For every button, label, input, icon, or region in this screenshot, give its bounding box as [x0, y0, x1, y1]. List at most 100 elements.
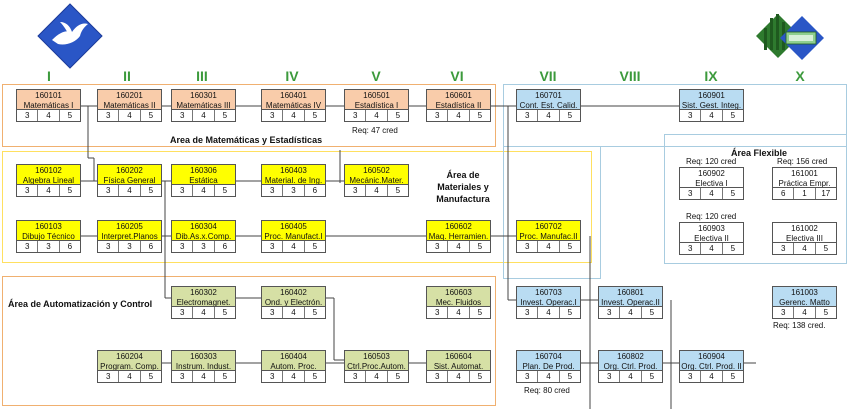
course-code: 160702 — [535, 222, 562, 231]
credit-cell: 3 — [105, 186, 111, 195]
credit-cell: 4 — [793, 243, 814, 254]
course-name: Material. de Ing. — [264, 176, 323, 185]
credit-cell: 4 — [537, 241, 558, 252]
credit-cell: 5 — [558, 371, 580, 382]
course-code: 160303 — [190, 352, 217, 361]
credit-cell: 5 — [814, 307, 836, 318]
credit-cell: 5 — [558, 110, 580, 121]
credit-cell: 5 — [640, 307, 662, 318]
course-name: Proc. Manufact.I — [264, 232, 323, 241]
flexible-area-region — [664, 134, 847, 264]
course-name: Matemáticas III — [176, 101, 231, 110]
credit-cell: 3 — [780, 244, 786, 253]
credit-cell: 4 — [700, 371, 721, 382]
credit-cell: 5 — [58, 185, 80, 196]
credit-cell: 4 — [118, 371, 139, 382]
credit-cell: 5 — [558, 307, 580, 318]
semester-label: III — [196, 68, 208, 84]
course-name: Matemáticas II — [103, 101, 156, 110]
credit-cell: 3 — [524, 111, 530, 120]
credit-cell: 4 — [700, 188, 721, 199]
course-code: 160204 — [116, 352, 143, 361]
materials-area-label: Área de Materiales y Manufactura — [436, 170, 490, 204]
credit-cell: 3 — [524, 372, 530, 381]
course-code: 160404 — [280, 352, 307, 361]
credit-cell: 5 — [139, 110, 161, 121]
semester-label: I — [47, 68, 51, 84]
semester-label: VII — [539, 68, 557, 84]
course-code: 160801 — [617, 288, 644, 297]
credit-cell: 5 — [303, 241, 325, 252]
credit-cell: 1 — [793, 188, 814, 199]
credit-cell: 5 — [558, 241, 580, 252]
credit-cell: 4 — [282, 371, 303, 382]
credit-cell: 3 — [24, 186, 30, 195]
materials-extension-region — [503, 147, 601, 279]
course-code: 160403 — [280, 166, 307, 175]
credit-cell: 4 — [793, 307, 814, 318]
math-area-label: Area de Matemáticas y Estadísticas — [170, 135, 323, 145]
credit-cell: 4 — [118, 110, 139, 121]
dove-logo-icon — [36, 2, 104, 70]
course-code: 160302 — [190, 288, 217, 297]
course-name: Cont. Est. Calid. — [519, 101, 578, 110]
credit-cell: 3 — [192, 241, 213, 252]
semester-label: X — [795, 68, 805, 84]
course-code: 160902 — [698, 169, 725, 178]
credit-cell: 3 — [352, 111, 358, 120]
course-name: Sist. Automat. — [433, 362, 484, 371]
credit-cell: 3 — [434, 308, 440, 317]
course-name: Ctrl.Proc.Autom. — [347, 362, 406, 371]
credit-cell: 3 — [606, 372, 612, 381]
credit-cell: 3 — [105, 242, 111, 251]
